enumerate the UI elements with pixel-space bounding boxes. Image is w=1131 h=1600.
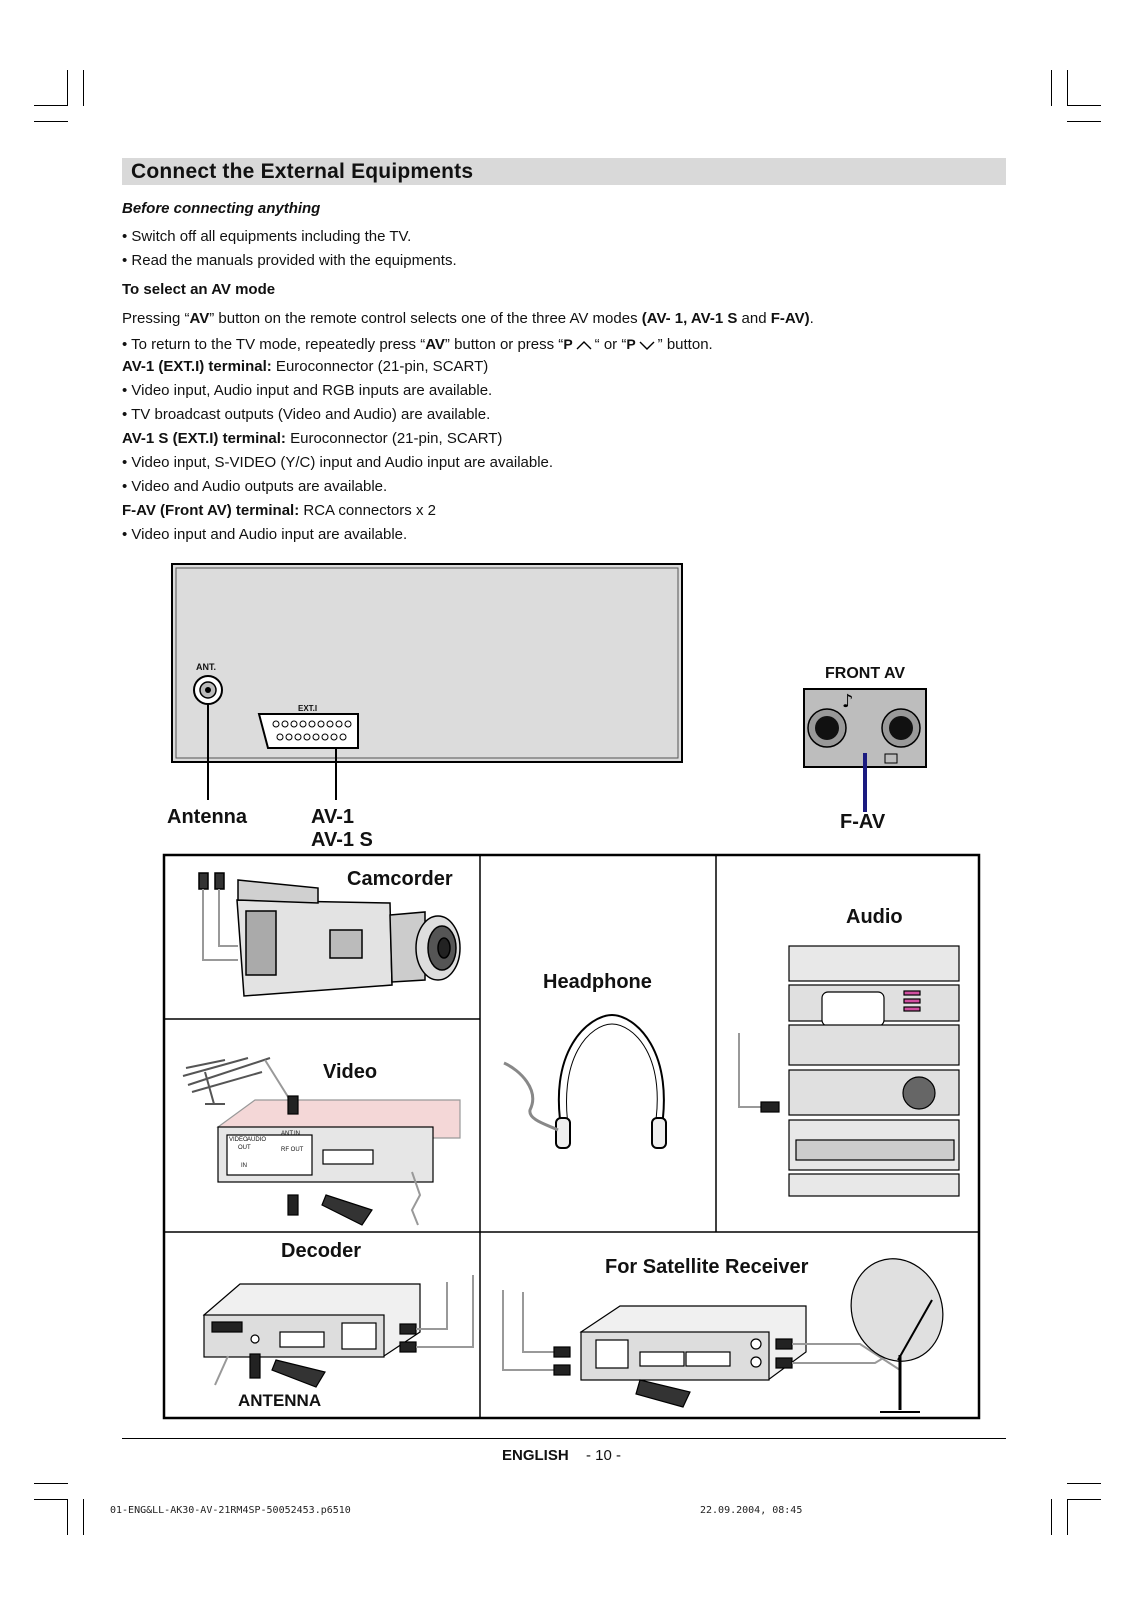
vcr-out-label: OUT [238,1145,251,1151]
crop-mark [1051,1499,1052,1535]
list-item: • Switch off all equipments including th… [122,228,412,245]
svg-text:♪: ♪ [842,691,854,712]
headphone-illustration [503,1013,667,1149]
footer-divider [122,1438,1006,1439]
vcr-illustration [182,1057,461,1226]
camcorder-illustration [198,872,461,997]
crop-mark [67,1499,68,1535]
video-label: Video [323,1061,378,1083]
avmode-title: To select an AV mode [122,281,276,298]
crop-mark [1067,70,1068,106]
crop-mark [67,70,68,106]
crop-mark [34,105,68,106]
crop-mark [83,1499,84,1535]
av1s-label: AV-1 S [311,829,373,851]
crop-mark [1067,105,1101,106]
crop-mark [1067,121,1101,122]
print-slug-date: 22.09.2004, 08:45 [700,1505,803,1516]
vcr-in-label: IN [241,1163,247,1169]
crop-mark [1067,1483,1101,1484]
antenna-caps-label: ANTENNA [238,1391,322,1410]
vcr-video-label: VIDEO [229,1137,248,1143]
list-item: • TV broadcast outputs (Video and Audio)… [122,406,491,423]
ant-port-label: ANT. [196,662,216,672]
print-slug-file: 01-ENG&LL-AK30-AV-21RM4SP-50052453.p6510 [110,1505,351,1516]
av1-label: AV-1 [311,806,354,828]
audio-label: Audio [846,906,903,928]
before-title: Before connecting anything [122,200,321,217]
crop-mark [1051,70,1052,106]
av1s-terminal: AV-1 S (EXT.I) terminal: Euroconnector (… [122,430,503,447]
avmode-paragraph: Pressing “AV” button on the remote contr… [122,310,814,327]
front-av-label: FRONT AV [825,665,905,682]
page-number: - 10 - [586,1447,622,1464]
fav-terminal: F-AV (Front AV) terminal: RCA connectors… [122,502,436,519]
chevron-down-icon [639,341,655,351]
list-item: • Video input, Audio input and RGB input… [122,382,493,399]
headphone-label: Headphone [543,971,652,993]
vcr-audio-label: AUDIO [247,1137,267,1143]
crop-mark [83,70,84,106]
avmode-return: • To return to the TV mode, repeatedly p… [122,336,713,353]
ant-port [193,675,223,705]
vcr-antin-label: ANT.IN [281,1131,301,1137]
ext-port-label: EXT.I [298,704,318,713]
device-grid [162,853,981,1420]
vcr-rfout-label: RF OUT [281,1147,304,1153]
chevron-up-icon [576,341,592,350]
fav-label: F-AV [840,811,886,833]
crop-mark [34,121,68,122]
satellite-label: For Satellite Receiver [605,1256,809,1278]
crop-mark [1067,1499,1068,1535]
crop-mark [34,1483,68,1484]
tv-rear-panel [171,563,683,763]
scart-port [257,713,359,749]
decoder-label: Decoder [281,1240,362,1262]
antenna-label: Antenna [167,806,247,828]
list-item: • Video input and Audio input are availa… [122,526,408,543]
list-item: • Read the manuals provided with the equ… [122,252,457,269]
crop-mark [34,1499,68,1500]
page-title: Connect the External Equipments [131,160,474,183]
list-item: • Video input, S-VIDEO (Y/C) input and A… [122,454,554,471]
footer-language: ENGLISH [502,1447,569,1464]
front-av-panel: ♪ [803,688,927,768]
crop-mark [1067,1499,1101,1500]
audio-system-illustration [738,945,960,1197]
av1-terminal: AV-1 (EXT.I) terminal: Euroconnector (21… [122,358,489,375]
list-item: • Video and Audio outputs are available. [122,478,388,495]
section-heading: Connect the External Equipments [122,158,1006,185]
decoder-illustration [202,1275,474,1388]
camcorder-label: Camcorder [347,868,453,890]
satellite-receiver-illustration [502,1258,944,1413]
